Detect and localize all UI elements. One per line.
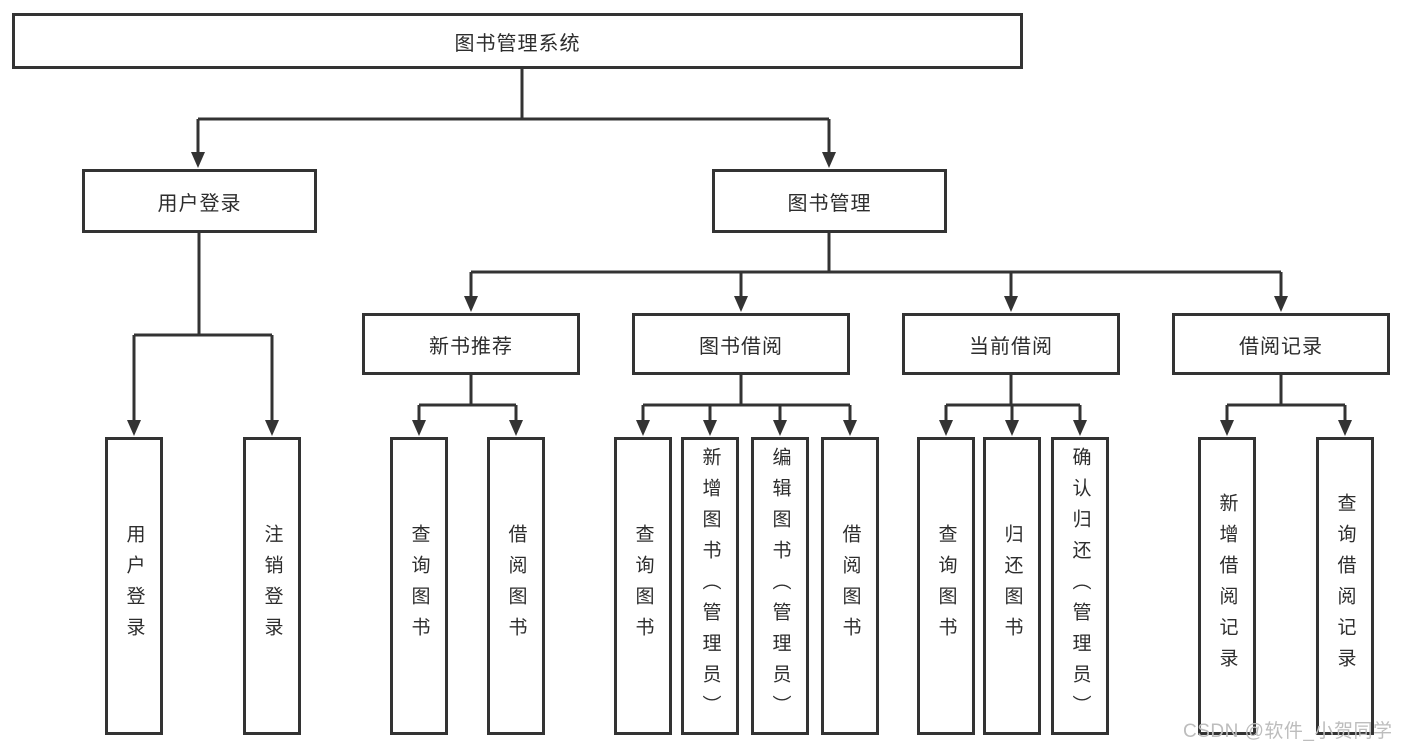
node-leaf-query-books-recommend: 查询图书 bbox=[390, 437, 448, 735]
node-new-book-recommendation: 新书推荐 bbox=[362, 313, 580, 375]
node-label: 注销登录 bbox=[261, 524, 283, 648]
node-user-login: 用户登录 bbox=[82, 169, 317, 233]
node-leaf-query-borrow-record: 查询借阅记录 bbox=[1316, 437, 1374, 735]
node-leaf-add-books-admin: 新增图书（管理员） bbox=[681, 437, 739, 735]
node-label: 图书管理 bbox=[787, 192, 872, 215]
node-leaf-query-books-current: 查询图书 bbox=[917, 437, 975, 735]
node-label: 图书借阅 bbox=[699, 335, 783, 358]
node-label: 查询借阅记录 bbox=[1334, 493, 1356, 679]
node-label: 编辑图书（管理员） bbox=[769, 446, 791, 726]
node-label: 当前借阅 bbox=[969, 335, 1053, 358]
node-leaf-borrow-books-recommend: 借阅图书 bbox=[487, 437, 545, 735]
node-label: 归还图书 bbox=[1001, 524, 1023, 648]
node-label: 用户登录 bbox=[123, 524, 145, 648]
node-label: 借阅图书 bbox=[839, 524, 861, 648]
node-label: 用户登录 bbox=[157, 192, 242, 215]
node-current-borrowing: 当前借阅 bbox=[902, 313, 1120, 375]
node-leaf-logout: 注销登录 bbox=[243, 437, 301, 735]
node-leaf-edit-books-admin: 编辑图书（管理员） bbox=[751, 437, 809, 735]
node-book-borrowing: 图书借阅 bbox=[632, 313, 850, 375]
node-label: 借阅记录 bbox=[1239, 335, 1323, 358]
node-label: 查询图书 bbox=[935, 524, 957, 648]
node-leaf-confirm-return-admin: 确认归还（管理员） bbox=[1051, 437, 1109, 735]
node-leaf-user-login: 用户登录 bbox=[105, 437, 163, 735]
node-book-management: 图书管理 bbox=[712, 169, 947, 233]
node-leaf-borrow-books: 借阅图书 bbox=[821, 437, 879, 735]
node-leaf-add-borrow-record: 新增借阅记录 bbox=[1198, 437, 1256, 735]
node-label: 图书管理系统 bbox=[454, 32, 581, 55]
node-label: 查询图书 bbox=[632, 524, 654, 648]
node-label: 新增借阅记录 bbox=[1216, 493, 1238, 679]
node-leaf-query-books-borrowing: 查询图书 bbox=[614, 437, 672, 735]
node-leaf-return-books: 归还图书 bbox=[983, 437, 1041, 735]
node-library-management-system: 图书管理系统 bbox=[12, 13, 1023, 69]
csdn-watermark: CSDN @软件_小贺同学 bbox=[1183, 721, 1393, 742]
node-label: 借阅图书 bbox=[505, 524, 527, 648]
node-label: 确认归还（管理员） bbox=[1069, 446, 1091, 726]
node-label: 新书推荐 bbox=[429, 335, 513, 358]
node-label: 新增图书（管理员） bbox=[699, 446, 721, 726]
node-borrowing-records: 借阅记录 bbox=[1172, 313, 1390, 375]
node-label: 查询图书 bbox=[408, 524, 430, 648]
